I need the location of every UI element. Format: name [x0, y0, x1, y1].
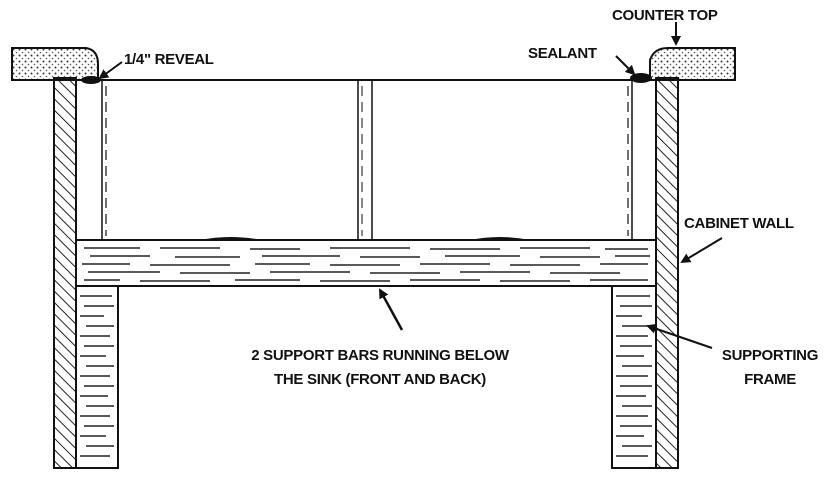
cabinet-wall-label: CABINET WALL	[684, 215, 794, 232]
left-sealant-bead	[81, 76, 101, 84]
counter-top-label: COUNTER TOP	[612, 7, 718, 24]
support-bar	[75, 239, 657, 287]
support-bars-label-line1: 2 SUPPORT BARS RUNNING BELOW	[251, 347, 510, 364]
cabinet-wall-arrow	[680, 237, 723, 264]
sealant-arrow	[615, 55, 636, 76]
reveal-arrow	[98, 61, 123, 80]
support-bars-label-line2: THE SINK (FRONT AND BACK)	[274, 371, 486, 388]
sink-basin	[100, 79, 634, 240]
right-sealant-bead	[630, 73, 652, 83]
right-supporting-frame	[611, 285, 657, 469]
right-counter-top	[649, 47, 736, 81]
supporting-frame-label-line2: FRAME	[744, 371, 796, 388]
right-cabinet-wall	[655, 77, 679, 469]
left-cabinet-wall	[53, 77, 77, 469]
sealant-label: SEALANT	[528, 45, 597, 62]
left-counter-top	[11, 47, 99, 81]
left-supporting-frame	[75, 285, 119, 469]
support-bars-arrow	[378, 288, 404, 331]
supporting-frame-label-line1: SUPPORTING	[722, 347, 818, 364]
reveal-label: 1/4" REVEAL	[124, 51, 214, 68]
supporting-frame-arrow	[646, 323, 713, 349]
